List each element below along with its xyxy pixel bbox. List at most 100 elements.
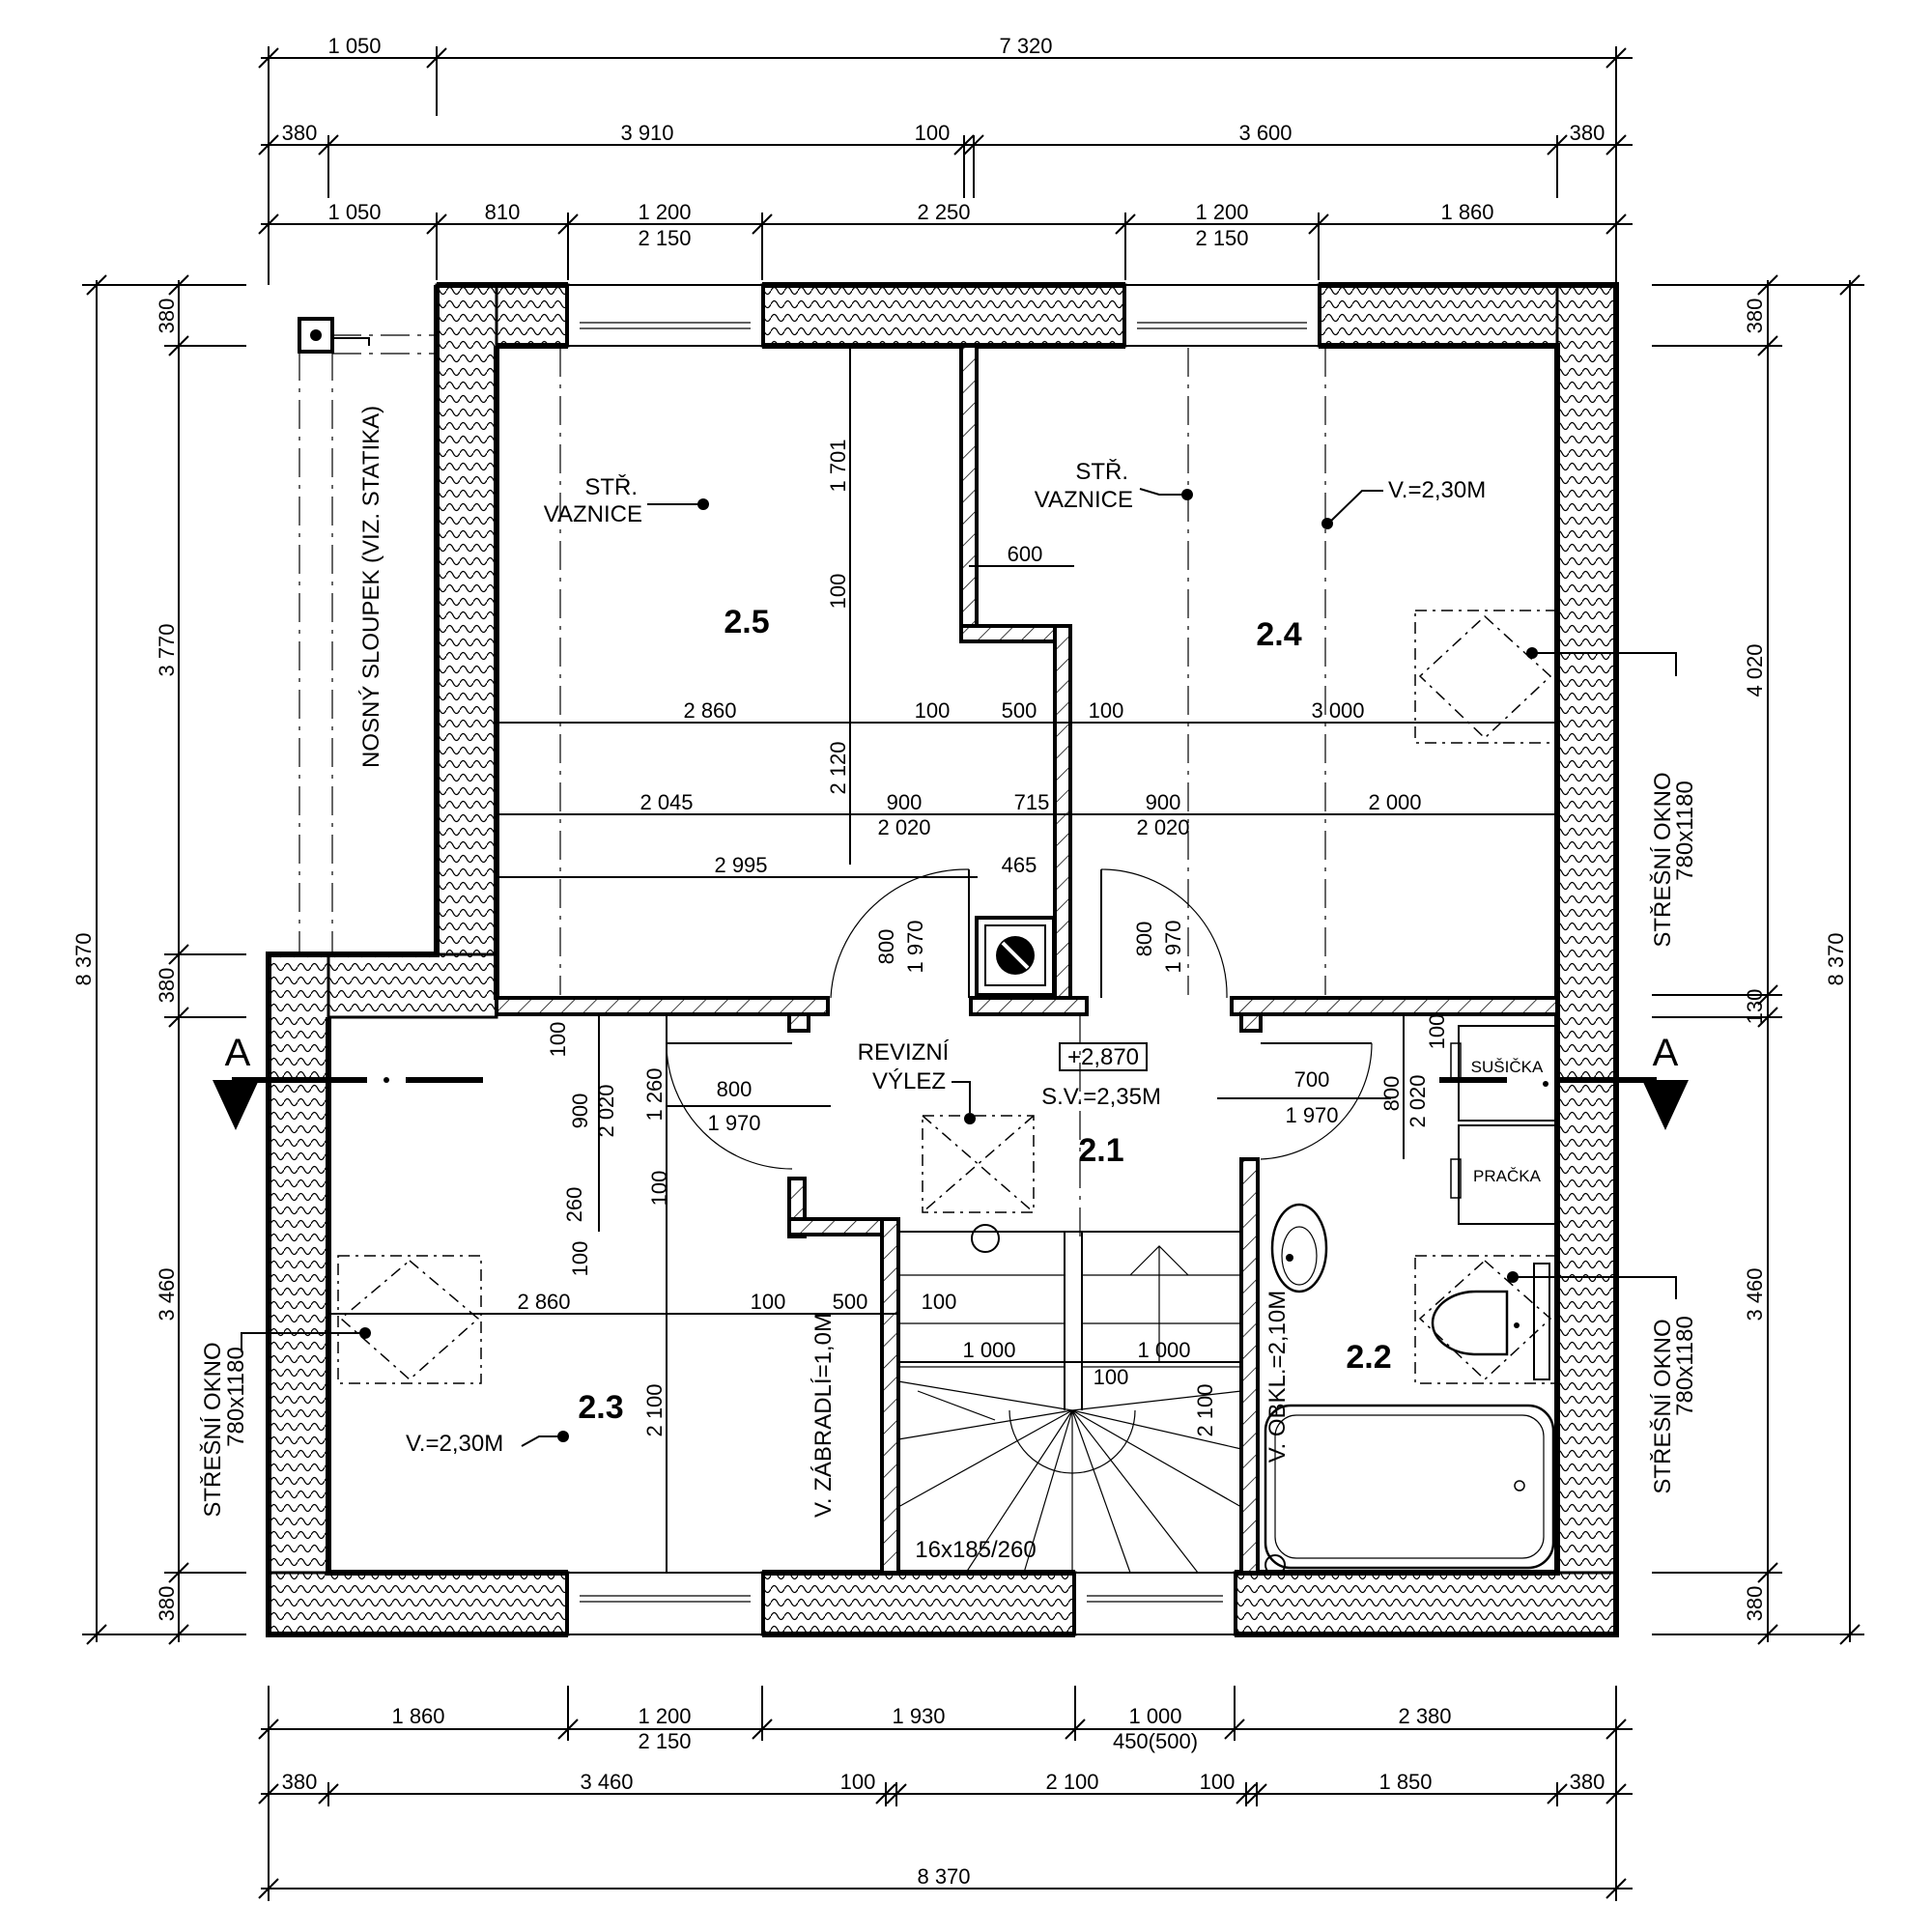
dim-v-100: 100 <box>546 1022 570 1058</box>
dim-v-2100a: 2 100 <box>642 1383 667 1436</box>
dim-top-7320: 7 320 <box>999 34 1052 58</box>
washer-label: PRAČKA <box>1473 1167 1542 1185</box>
room-2-5: 2.5 <box>724 604 769 640</box>
dim-h-100a: 100 <box>915 698 951 723</box>
dim-h-2020b: 2 020 <box>1136 815 1189 839</box>
dim-bot-1930: 1 930 <box>892 1704 945 1728</box>
dim-h-2020a: 2 020 <box>877 815 930 839</box>
dim-v-1260: 1 260 <box>642 1067 667 1121</box>
dim-bot-2150: 2 150 <box>638 1729 691 1753</box>
dim-top-380a: 380 <box>282 121 318 145</box>
dim-right-130: 130 <box>1743 989 1767 1025</box>
purlin-right-b: VAZNICE <box>1035 487 1133 513</box>
dim-right-3460: 3 460 <box>1743 1267 1767 1321</box>
dim-door-800b: 800 <box>1132 922 1156 957</box>
dim-h-2995: 2 995 <box>714 853 767 877</box>
roof-window-left: STŘEŠNÍ OKNO <box>199 1342 226 1517</box>
roof-window-right-a2: 780x1180 <box>1672 781 1698 881</box>
dim-v-800r: 800 <box>1379 1076 1404 1112</box>
bathroom-fixtures: SUŠIČKA PRAČKA <box>1264 1025 1556 1576</box>
dim-s-100: 100 <box>1094 1365 1129 1389</box>
purlin-labels: STŘ. VAZNICE STŘ. VAZNICE V.=2,30M V.=2,… <box>406 459 1486 1457</box>
roof-window-right-b2: 780x1180 <box>1672 1316 1698 1416</box>
dim-bot-8370: 8 370 <box>917 1864 970 1889</box>
tiling-label: V. OBKL.=2,10M <box>1264 1291 1291 1463</box>
bottom-dimensions: 1 860 1 200 1 930 1 000 2 380 2 150 450(… <box>258 1686 1633 1901</box>
dim-top-1200a: 1 200 <box>638 200 691 224</box>
staircase: 16x185/260 V. ZÁBRADLÍ=1,0M V. OBKL.=2,1… <box>810 1224 1291 1574</box>
dim-h-2000: 2 000 <box>1368 790 1421 814</box>
dim-h-2045: 2 045 <box>639 790 693 814</box>
height-room-2-4: V.=2,30M <box>1388 477 1486 503</box>
dim-bot-3460: 3 460 <box>580 1770 633 1794</box>
dim-bot-380a: 380 <box>282 1770 318 1794</box>
right-dimensions: 8 370 380 4 020 130 3 460 380 <box>1652 274 1864 1645</box>
dim-600: 600 <box>1008 542 1043 566</box>
dim-h-500: 500 <box>1002 698 1037 723</box>
roof-window-left2: 780x1180 <box>223 1347 249 1447</box>
dim-h2-100b: 100 <box>922 1290 957 1314</box>
section-mark-right: A <box>1653 1032 1679 1074</box>
top-dimensions: 1 050 7 320 380 3 910 100 3 600 380 1 05… <box>258 34 1633 285</box>
dim-bot-100b: 100 <box>1200 1770 1236 1794</box>
room-2-4: 2.4 <box>1256 616 1301 653</box>
dim-h-900a: 900 <box>887 790 923 814</box>
dim-v-100c: 100 <box>647 1171 671 1207</box>
dim-h2-100: 100 <box>751 1290 786 1314</box>
stairs-label: 16x185/260 <box>915 1537 1036 1563</box>
dim-v-2020r: 2 020 <box>1406 1074 1430 1127</box>
purlin-left-b: VAZNICE <box>544 501 642 527</box>
inspection-hatch: REVIZNÍ VÝLEZ +2,870 S.V.=2,35M <box>858 1039 1161 1213</box>
dim-h2-500: 500 <box>833 1290 868 1314</box>
dim-top-2250: 2 250 <box>917 200 970 224</box>
dim-h-715: 715 <box>1014 790 1050 814</box>
section-line: A A <box>213 1032 1689 1130</box>
dim-h-900b: 900 <box>1146 790 1181 814</box>
dim-left-380a: 380 <box>155 298 179 334</box>
dim-bot-1860: 1 860 <box>391 1704 444 1728</box>
purlin-right-a: STŘ. <box>1075 459 1128 485</box>
dim-bot-1200: 1 200 <box>638 1704 691 1728</box>
dim-h-2860: 2 860 <box>683 698 736 723</box>
roof-windows: STŘEŠNÍ OKNO 780x1180 STŘEŠNÍ OKNO 780x1… <box>199 610 1698 1518</box>
section-mark-left: A <box>225 1032 251 1074</box>
dim-v-2020: 2 020 <box>594 1084 618 1137</box>
dim-door-700: 700 <box>1294 1067 1330 1092</box>
floor-level: +2,870 <box>1067 1044 1139 1070</box>
dim-left-380b: 380 <box>155 968 179 1004</box>
dim-h-465: 465 <box>1002 853 1037 877</box>
dim-v-100r: 100 <box>1425 1014 1449 1050</box>
roof-window-right-a: STŘEŠNÍ OKNO <box>1649 772 1676 947</box>
dim-door-1970d: 1 970 <box>1285 1103 1338 1127</box>
dim-bot-1000: 1 000 <box>1128 1704 1181 1728</box>
dim-h-3000: 3 000 <box>1311 698 1364 723</box>
dim-v-900: 900 <box>568 1094 592 1129</box>
purlin-left-a: STŘ. <box>584 474 638 500</box>
dim-bot-450: 450(500) <box>1113 1729 1198 1753</box>
doors <box>666 868 1373 1170</box>
column-label: NOSNÝ SLOUPEK (VIZ. STATIKA) <box>358 406 384 768</box>
dim-v-2100b: 2 100 <box>1193 1383 1217 1436</box>
dim-top-1050: 1 050 <box>327 34 381 58</box>
dim-top-2150a: 2 150 <box>638 226 691 250</box>
hatch-label-a: REVIZNÍ <box>858 1039 950 1065</box>
dim-door-800a: 800 <box>874 929 898 965</box>
dim-top-1860: 1 860 <box>1440 200 1493 224</box>
railing-label: V. ZÁBRADLÍ=1,0M <box>810 1313 837 1518</box>
interior-dimensions: 1 701 100 2 120 600 2 860 100 500 100 3 … <box>328 346 1557 1573</box>
height-room-2-3: V.=2,30M <box>406 1431 503 1457</box>
windows <box>567 284 1320 1635</box>
dim-left-8370: 8 370 <box>71 932 96 985</box>
dim-right-380b: 380 <box>1743 1586 1767 1622</box>
dim-top-810: 810 <box>485 200 521 224</box>
room-2-1: 2.1 <box>1078 1132 1123 1169</box>
dim-bot-2380: 2 380 <box>1398 1704 1451 1728</box>
dim-door-1970a: 1 970 <box>903 920 927 973</box>
dim-top-1200b: 1 200 <box>1195 200 1248 224</box>
dim-right-4020: 4 020 <box>1743 643 1767 696</box>
dim-1701: 1 701 <box>826 439 850 492</box>
dim-top-3910: 3 910 <box>620 121 673 145</box>
room-2-2: 2.2 <box>1346 1339 1391 1376</box>
dim-v-100b: 100 <box>568 1241 592 1277</box>
dim-door-1970c: 1 970 <box>707 1111 760 1135</box>
